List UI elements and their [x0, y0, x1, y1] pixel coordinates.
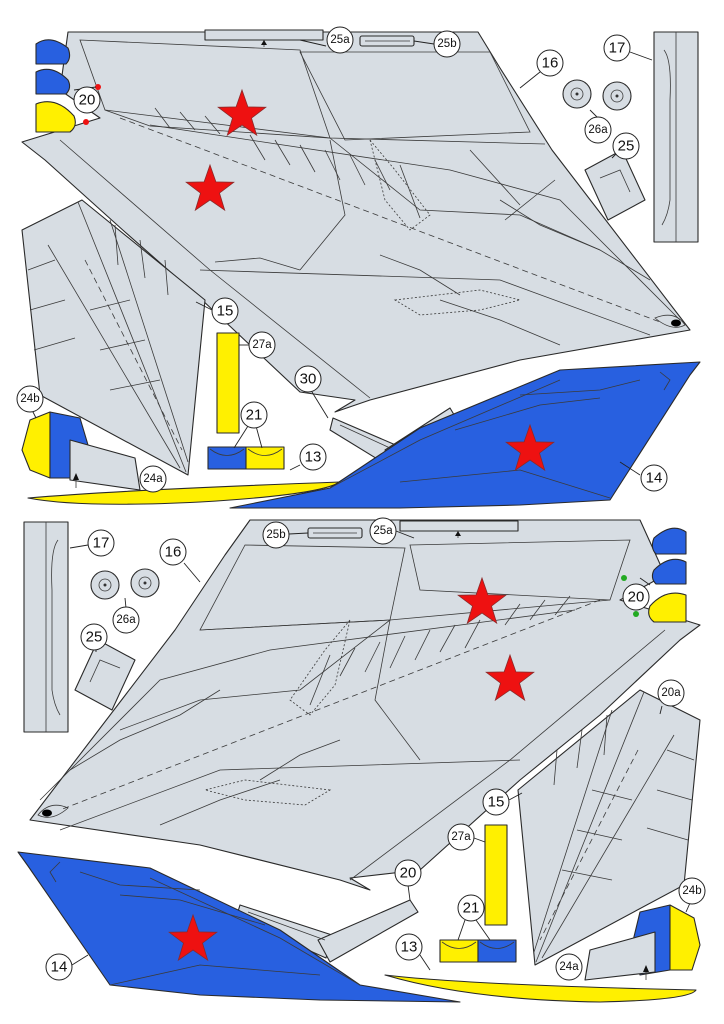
upper-parts-set: 16 17 20 25a 25b 26a 25 15: [16, 26, 701, 509]
label-13-lower: 13: [395, 933, 431, 971]
label-24b-lower: 24b: [678, 877, 706, 913]
label-13-upper: 13: [289, 443, 327, 471]
part-20-strip-lower: [235, 899, 419, 963]
svg-text:15: 15: [488, 794, 505, 811]
part-16-main-wing: [21, 31, 691, 413]
svg-text:21: 21: [463, 900, 480, 917]
part-24a-panel: [69, 439, 141, 491]
svg-text:25a: 25a: [373, 525, 393, 537]
label-25-lower: 25: [80, 623, 108, 652]
svg-text:25: 25: [86, 629, 103, 646]
label-20-strip-lower: 20: [394, 859, 422, 901]
label-21-upper: 21: [233, 401, 268, 449]
part-26a-wheels: [562, 79, 632, 111]
svg-text:24a: 24a: [143, 473, 163, 485]
part-27a-strip-lower: [484, 824, 508, 926]
svg-text:21: 21: [246, 407, 263, 424]
label-24b-upper: 24b: [16, 385, 44, 419]
part-21-tabs: [207, 446, 285, 470]
label-20-lower: 20: [622, 577, 651, 611]
svg-text:15: 15: [217, 303, 234, 320]
label-20-upper: 20: [73, 86, 101, 114]
svg-text:26a: 26a: [116, 614, 136, 626]
svg-text:20: 20: [79, 92, 96, 109]
label-24a-lower: 24a: [555, 953, 583, 981]
label-20a-lower: 20a: [657, 679, 685, 715]
label-14-upper: 14: [619, 461, 668, 492]
label-30-upper: 30: [294, 365, 329, 419]
label-25b-upper: 25b: [413, 30, 461, 58]
svg-text:16: 16: [542, 55, 559, 72]
svg-text:20: 20: [400, 865, 417, 882]
label-15-upper: 15: [195, 297, 239, 325]
lower-parts-set: 17 16 25b 25a 26a 25 20 20a: [17, 517, 706, 1003]
part-25b-strip: [359, 35, 415, 47]
label-25b-lower: 25b: [262, 521, 309, 549]
part-13-strip: [27, 481, 341, 505]
part-14-blue-fin-lower: [17, 851, 461, 1003]
svg-text:27a: 27a: [451, 831, 471, 843]
svg-text:27a: 27a: [252, 339, 272, 351]
part-15-fin-lower: [517, 689, 701, 966]
svg-text:13: 13: [401, 939, 418, 956]
label-26a-lower: 26a: [112, 597, 140, 634]
label-16-upper: 16: [519, 49, 564, 89]
label-15-lower: 15: [482, 788, 523, 816]
part-26a-wheels-lower: [90, 568, 160, 600]
svg-text:30: 30: [300, 371, 317, 388]
svg-text:14: 14: [646, 470, 663, 487]
part-25a-strip-lower: [399, 520, 519, 538]
label-25a-lower: 25a: [369, 517, 415, 545]
svg-text:25: 25: [618, 138, 635, 155]
part-13-strip-lower: [384, 974, 697, 1003]
part-25a-strip: [204, 29, 324, 47]
label-25a-upper: 25a: [299, 26, 354, 54]
svg-text:24b: 24b: [682, 885, 701, 897]
svg-text:20: 20: [628, 589, 645, 606]
svg-text:24b: 24b: [20, 393, 39, 405]
part-24a-panel-lower: [584, 931, 656, 981]
part-17-side-strip-lower: [23, 521, 69, 733]
label-21-lower: 21: [457, 894, 491, 941]
label-25-upper: 25: [611, 132, 640, 160]
svg-text:25b: 25b: [437, 38, 456, 50]
label-27a-lower: 27a: [447, 823, 486, 851]
svg-text:25b: 25b: [266, 529, 285, 541]
svg-text:16: 16: [165, 544, 182, 561]
part-25-panel: [584, 149, 646, 221]
label-24a-upper: 24a: [139, 465, 167, 493]
label-17-upper: 17: [603, 34, 653, 62]
label-27a-upper: 27a: [239, 331, 276, 359]
svg-text:14: 14: [51, 959, 68, 976]
part-20-nose-caps: [35, 39, 101, 133]
svg-text:25a: 25a: [330, 34, 350, 46]
part-14-blue-fin: [229, 361, 701, 509]
svg-text:13: 13: [305, 449, 322, 466]
part-27a-strip: [216, 332, 240, 434]
part-25b-strip-lower: [307, 527, 363, 539]
part-20-nose-caps-lower: [621, 527, 687, 623]
svg-text:17: 17: [93, 535, 110, 552]
label-16-lower: 16: [159, 538, 201, 583]
svg-text:26a: 26a: [588, 124, 608, 136]
part-25-panel-lower: [74, 639, 136, 711]
svg-text:24a: 24a: [559, 961, 579, 973]
label-14-lower: 14: [45, 953, 89, 981]
label-26a-upper: 26a: [584, 109, 612, 144]
svg-text:20a: 20a: [661, 687, 681, 699]
part-21-tabs-lower: [439, 939, 517, 963]
label-17-lower: 17: [69, 529, 115, 557]
part-15-fin: [21, 199, 206, 476]
svg-text:17: 17: [609, 40, 626, 57]
part-16-main-wing-lower: [29, 519, 701, 891]
part-17-side-strip: [653, 31, 699, 243]
